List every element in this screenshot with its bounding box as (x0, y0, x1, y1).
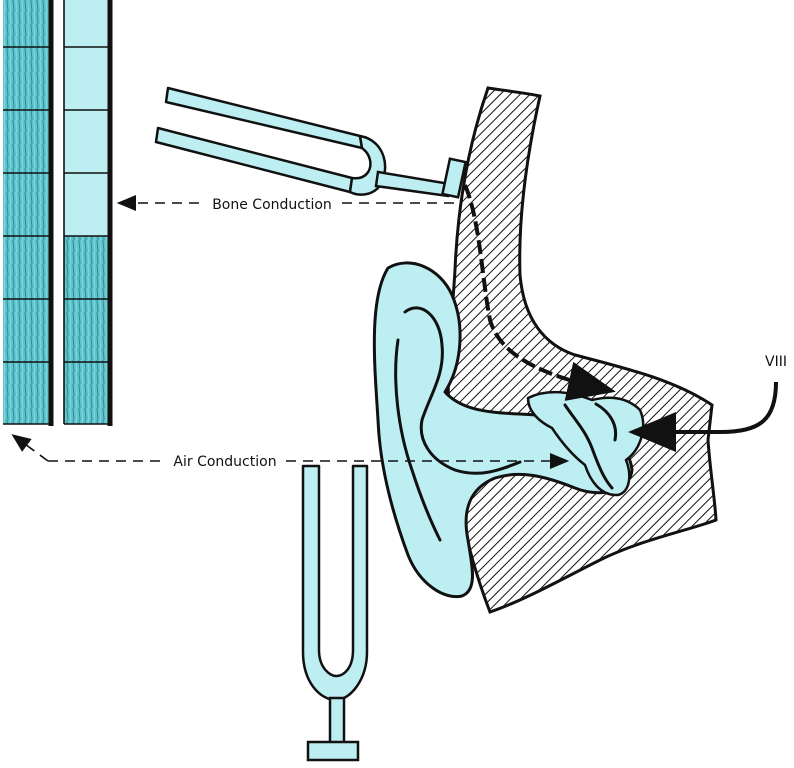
ear-icon (372, 261, 645, 599)
bone-conduction-bar (63, 0, 113, 426)
air-conduction-label: Air Conduction (164, 450, 286, 472)
nerve-label: VIII (765, 354, 787, 370)
air-conduction-leader (11, 434, 570, 469)
nerve-viii-text: VIII (765, 354, 787, 370)
bone-path-arrow (463, 184, 616, 401)
nerve-viii (628, 381, 778, 452)
bone-conduction-label: Bone Conduction (204, 192, 340, 214)
air-conduction-text: Air Conduction (173, 454, 276, 470)
tuning-fork-lower (301, 464, 369, 762)
air-conduction-bar (3, 0, 54, 426)
bone-conduction-text: Bone Conduction (212, 197, 332, 213)
tuning-fork-upper (154, 86, 468, 199)
skull-cross-section (446, 86, 718, 614)
